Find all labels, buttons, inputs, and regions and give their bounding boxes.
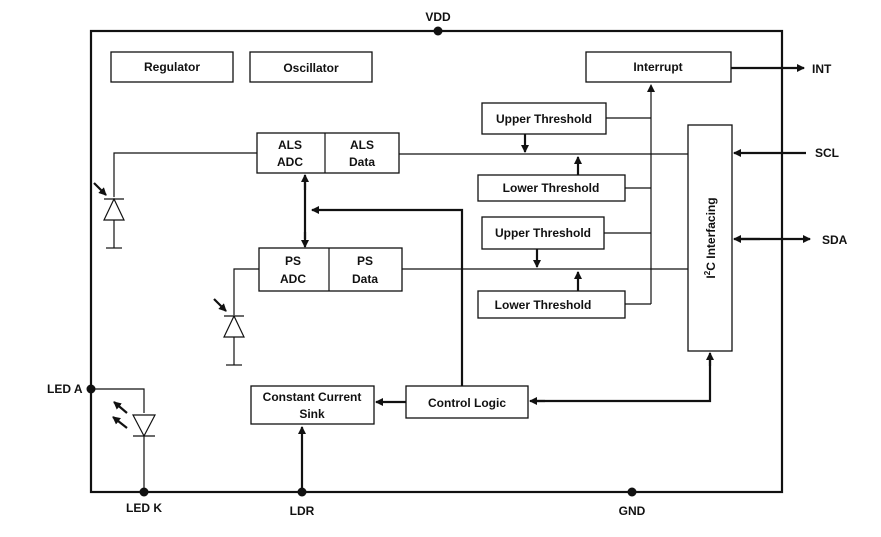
als-data-line2: Data <box>349 155 375 169</box>
als-data-line1: ALS <box>350 138 374 152</box>
constant-current-sink-line2: Sink <box>299 407 325 421</box>
als-upper-threshold-block <box>481 102 607 135</box>
als-photodiode-triangle <box>103 197 125 221</box>
led-emission-arrow-2 <box>112 416 128 429</box>
ps-data-line2: Data <box>352 272 378 286</box>
vdd-label: VDD <box>425 10 451 24</box>
ldr-label: LDR <box>290 504 315 518</box>
als-lower-threshold-label: Lower Threshold <box>503 181 600 195</box>
regulator-block <box>110 51 234 83</box>
sda-label: SDA <box>822 233 848 247</box>
i2c-control-wire <box>535 360 712 403</box>
i2c-interfacing-label: I2C Interfacing <box>703 197 718 278</box>
ps-upper-threshold-block <box>481 216 605 250</box>
als-lower-threshold-block <box>477 174 626 202</box>
constant-current-sink-line1: Constant Current <box>263 390 362 404</box>
gnd-label: GND <box>619 504 646 518</box>
ps-lower-threshold-block <box>477 290 626 319</box>
regulator-label: Regulator <box>144 60 200 74</box>
interrupt-label: Interrupt <box>633 60 682 74</box>
int-label: INT <box>812 62 832 76</box>
led-anode-wire <box>91 388 145 413</box>
als-block <box>256 132 400 174</box>
ps-photodiode-triangle <box>223 314 245 338</box>
control-logic-label: Control Logic <box>428 396 506 410</box>
led-k-label: LED K <box>126 501 162 515</box>
led-triangle <box>132 414 156 438</box>
ps-adc-line1: PS <box>285 254 301 268</box>
oscillator-block <box>249 51 373 83</box>
constant-current-sink-block <box>250 385 375 425</box>
ps-lower-threshold-label: Lower Threshold <box>495 298 592 312</box>
led-a-label: LED A <box>47 382 83 396</box>
als-adc-line1: ALS <box>278 138 302 152</box>
ps-data-line1: PS <box>357 254 373 268</box>
gnd-pin-dot <box>627 487 637 497</box>
ps-upper-threshold-label: Upper Threshold <box>495 226 591 240</box>
led-emission-arrow-1 <box>113 401 128 414</box>
chip-boundary <box>89 29 784 494</box>
als-light-arrow <box>93 182 107 196</box>
vdd-pin-dot <box>433 26 443 36</box>
i2c-interfacing-block <box>687 124 733 352</box>
als-adc-line2: ADC <box>277 155 303 169</box>
oscillator-label: Oscillator <box>283 61 339 75</box>
als-photodiode-wire <box>113 152 257 197</box>
ps-photodiode-wire <box>233 268 259 315</box>
ps-light-arrow <box>213 298 227 312</box>
scl-label: SCL <box>815 146 839 160</box>
als-upper-threshold-label: Upper Threshold <box>496 112 592 126</box>
interrupt-block <box>585 51 732 83</box>
control-to-adc-wire <box>311 206 464 386</box>
control-logic-block <box>405 385 529 419</box>
ps-adc-line2: ADC <box>280 272 306 286</box>
